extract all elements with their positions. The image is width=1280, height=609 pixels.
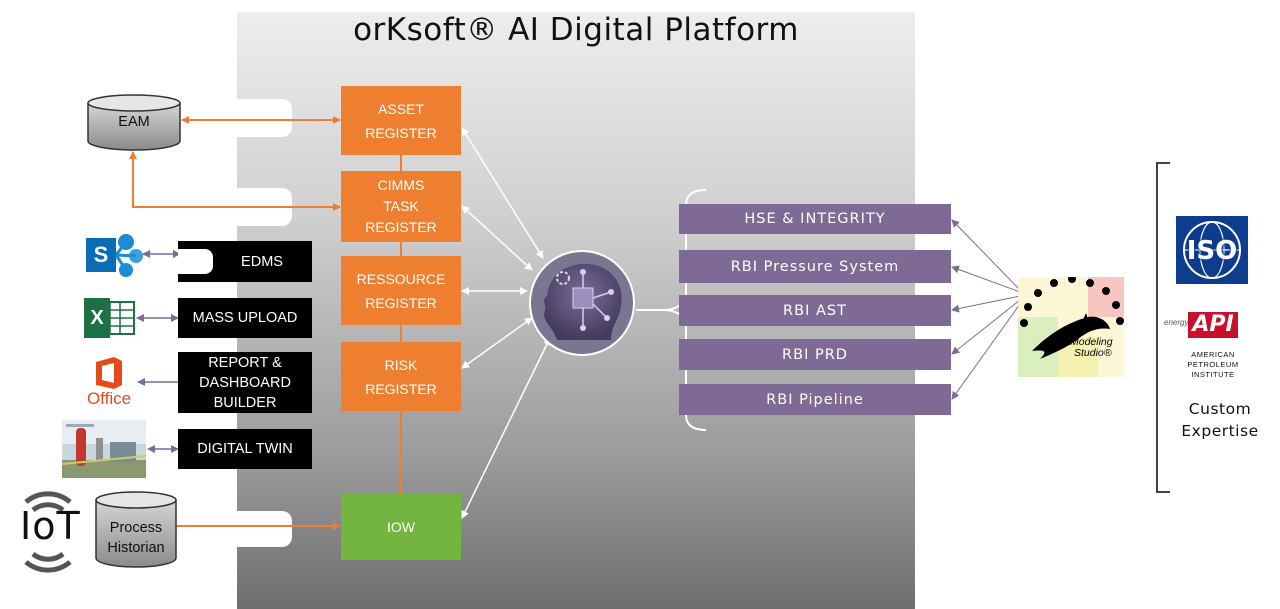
connector-tab-historian [237, 511, 292, 547]
page-title: orKsoft® AI Digital Platform [353, 12, 799, 48]
digital-twin-box: DIGITAL TWIN [178, 429, 312, 469]
module-rbi-pressure-system: RBI Pressure System [679, 250, 951, 283]
module-rbi-prd: RBI PRD [679, 339, 951, 370]
eam-cimms-arrow [129, 151, 341, 211]
modeling-studio-logo: Modeling Studio® [1018, 277, 1124, 377]
excel-icon: X [84, 298, 136, 338]
asset-ai-arrow [461, 127, 544, 259]
risk-ai-arrow [461, 317, 533, 369]
iso-logo: ISO [1176, 216, 1248, 284]
process-historian-label: Process Historian [107, 520, 165, 556]
iow-ai-arrow [461, 337, 551, 519]
custom-expertise-label: Custom Expertise [1181, 400, 1259, 440]
eam-label: EAM [118, 114, 150, 130]
module-rbi-ast: RBI AST [679, 295, 951, 326]
edms-box: EDMS [178, 241, 312, 282]
sharepoint-icon: S [86, 232, 144, 278]
digital-twin-thumbnail-icon [62, 420, 146, 478]
ai-brain-icon [529, 250, 635, 356]
mass-upload-box: MASS UPLOAD [178, 298, 312, 338]
iot-signal-icon [24, 491, 72, 573]
standards-bracket [1156, 162, 1170, 493]
process-historian-icon [95, 491, 177, 568]
module-hse-integrity: HSE & INTEGRITY [679, 204, 951, 234]
edms-tab [178, 249, 213, 274]
report-dashboard-builder-box: REPORT & DASHBOARD BUILDER [178, 352, 312, 413]
cimms-ai-arrow [461, 205, 533, 271]
office-icon: Office [80, 356, 138, 410]
module-rbi-pipeline: RBI Pipeline [679, 384, 951, 415]
risk-register-box: RISK REGISTER [341, 342, 461, 411]
asset-register-box: ASSET REGISTER [341, 86, 461, 155]
eam-database-icon [87, 94, 181, 151]
iot-label: IoT [20, 504, 81, 548]
iow-box: IOW [341, 493, 461, 560]
modeling-studio-label: Modeling Studio® [1070, 336, 1113, 359]
resource-register-box: RESSOURCE REGISTER [341, 256, 461, 325]
cimms-task-register-box: CIMMS TASK REGISTER [341, 171, 461, 242]
api-logo: energy API AMERICAN PETROLEUM INSTITUTE [1164, 312, 1239, 379]
